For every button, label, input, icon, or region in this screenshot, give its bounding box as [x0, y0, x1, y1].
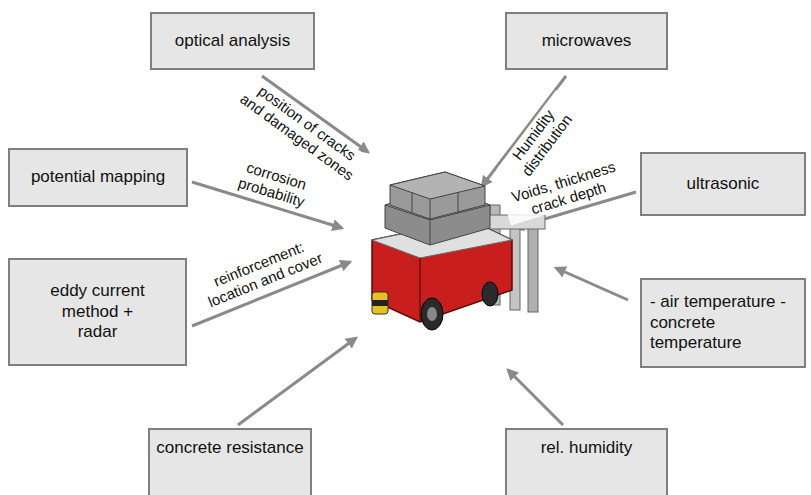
wheel [482, 282, 498, 306]
leader-arrow [508, 370, 563, 425]
leader-arrow [238, 338, 356, 425]
arrow-label: reinforcement: location and cover [189, 229, 335, 315]
method-box: rel. humidity [505, 428, 668, 495]
battery-top [390, 172, 485, 199]
method-box: eddy current method + radar [8, 258, 187, 366]
box-label: - air temperature - concrete temperature [650, 292, 796, 353]
leader-arrows [192, 76, 636, 425]
box-label: eddy current method + radar [45, 281, 150, 342]
box-label: concrete resistance [156, 438, 303, 458]
method-box: - air temperature - concrete temperature [640, 278, 806, 368]
body-edge [419, 258, 420, 322]
lidar-sensor [372, 292, 388, 314]
method-box: ultrasonic [640, 152, 806, 216]
method-box: optical analysis [150, 12, 315, 70]
box-label: potential mapping [31, 167, 165, 187]
box-label: ultrasonic [687, 174, 760, 194]
method-box: microwaves [505, 12, 668, 70]
method-box: potential mapping [8, 148, 188, 207]
box-label: optical analysis [175, 31, 290, 51]
method-box: concrete resistance [148, 428, 312, 495]
wheel-hub [427, 307, 437, 321]
lidar-window [372, 300, 388, 306]
leader-arrow [556, 268, 628, 300]
sensor-rod [528, 222, 538, 312]
box-label: rel. humidity [541, 438, 633, 458]
box-label: microwaves [542, 31, 632, 51]
battery-seams [412, 192, 458, 245]
battery-pack [390, 172, 485, 219]
wheel [421, 298, 443, 330]
